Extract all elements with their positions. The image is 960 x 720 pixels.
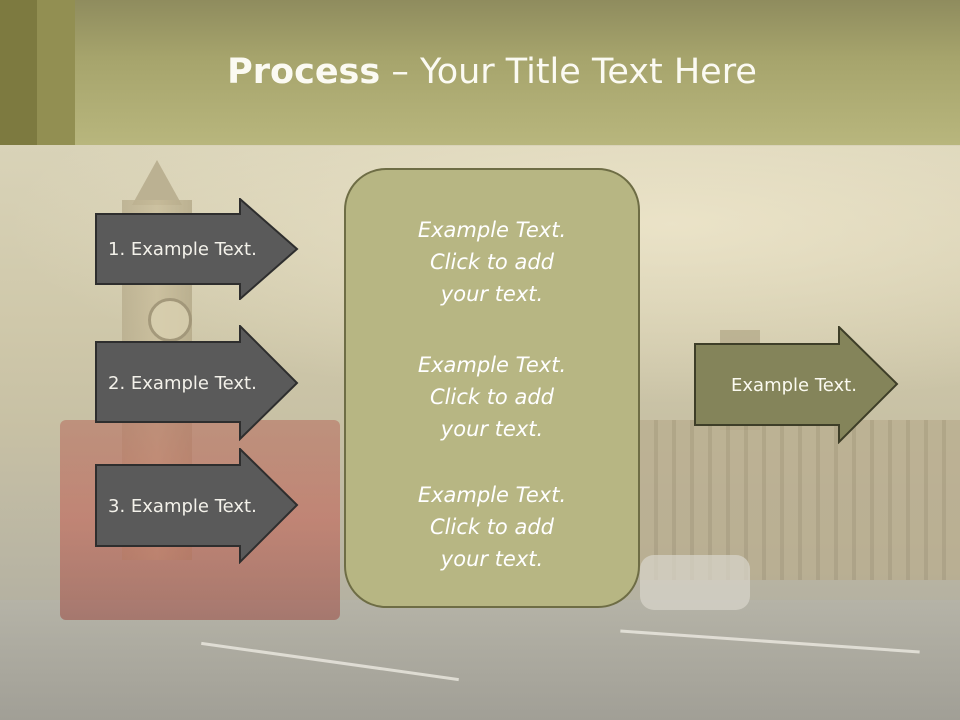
center-text-box[interactable]: Example Text. Click to add your text. Ex… bbox=[344, 168, 640, 608]
arrow-shape bbox=[95, 198, 299, 300]
arrow-shape bbox=[694, 326, 899, 444]
clock-tower-spire bbox=[132, 160, 182, 205]
arrow-shape bbox=[95, 448, 299, 564]
step-arrow-2[interactable]: 2. Example Text. bbox=[95, 325, 300, 441]
step-label-3: 3. Example Text. bbox=[108, 495, 257, 517]
clock-face bbox=[148, 298, 192, 342]
result-arrow[interactable]: Example Text. bbox=[694, 326, 900, 444]
title-rest: – Your Title Text Here bbox=[380, 52, 757, 92]
header-accent-strip bbox=[37, 0, 75, 145]
arrow-shape bbox=[95, 325, 299, 441]
step-arrow-3[interactable]: 3. Example Text. bbox=[95, 448, 300, 564]
car bbox=[640, 555, 750, 610]
step-label-2: 2. Example Text. bbox=[108, 372, 257, 394]
result-label: Example Text. bbox=[731, 374, 857, 396]
header-accent-strip bbox=[0, 0, 37, 145]
parliament-building bbox=[640, 420, 960, 580]
road bbox=[0, 600, 960, 720]
center-paragraph-2[interactable]: Example Text. Click to add your text. bbox=[417, 353, 567, 441]
center-paragraph-3[interactable]: Example Text. Click to add your text. bbox=[417, 483, 567, 571]
title-bold: Process bbox=[227, 52, 381, 92]
page-title[interactable]: Process – Your Title Text Here bbox=[0, 52, 960, 92]
step-arrow-1[interactable]: 1. Example Text. bbox=[95, 198, 300, 300]
center-paragraph-1[interactable]: Example Text. Click to add your text. bbox=[417, 218, 567, 306]
step-label-1: 1. Example Text. bbox=[108, 238, 257, 260]
header-band bbox=[0, 0, 960, 145]
